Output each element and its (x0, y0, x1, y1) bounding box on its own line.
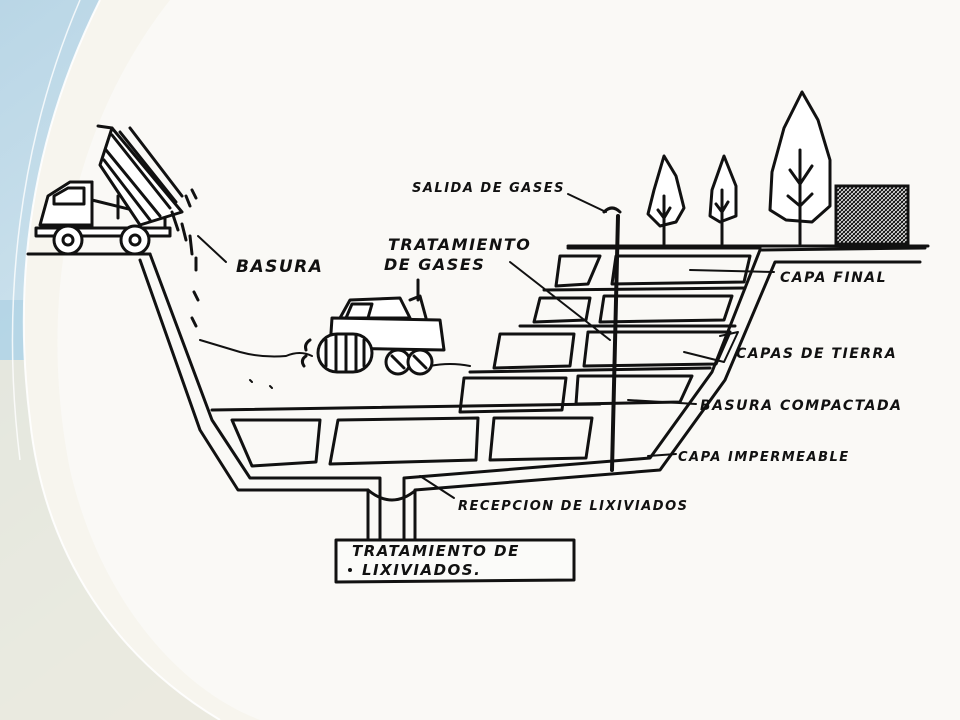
label-tratamiento-gases-1: TRATAMIENTO (388, 235, 531, 254)
label-salida-gases: SALIDA DE GASES (412, 181, 565, 196)
leader-lines (197, 193, 775, 499)
label-basura-compactada: BASURA COMPACTADA (700, 398, 902, 414)
compactor-icon (300, 278, 446, 376)
building-icon (834, 184, 910, 246)
label-capas-tierra: CAPAS DE TIERRA (736, 346, 897, 362)
trees-icon (646, 90, 832, 246)
label-tratamiento-lixiviados-2: LIXIVIADOS. (362, 561, 481, 579)
dump-truck-icon (34, 124, 200, 328)
label-recepcion-lixiviados: RECEPCION DE LIXIVIADOS (458, 499, 689, 514)
label-tratamiento-lixiviados-1: TRATAMIENTO DE (352, 542, 520, 560)
label-basura: BASURA (236, 257, 323, 277)
leachate-treatment-box (334, 538, 576, 584)
bullet-dot (348, 568, 352, 572)
label-capa-final: CAPA FINAL (780, 270, 887, 286)
landfill-pit (138, 246, 927, 542)
label-tratamiento-gases-2: DE GASES (384, 255, 485, 274)
compacted-trash-cells (210, 254, 752, 468)
trash-mound (199, 339, 471, 389)
label-capa-impermeable: CAPA IMPERMEABLE (678, 450, 850, 465)
